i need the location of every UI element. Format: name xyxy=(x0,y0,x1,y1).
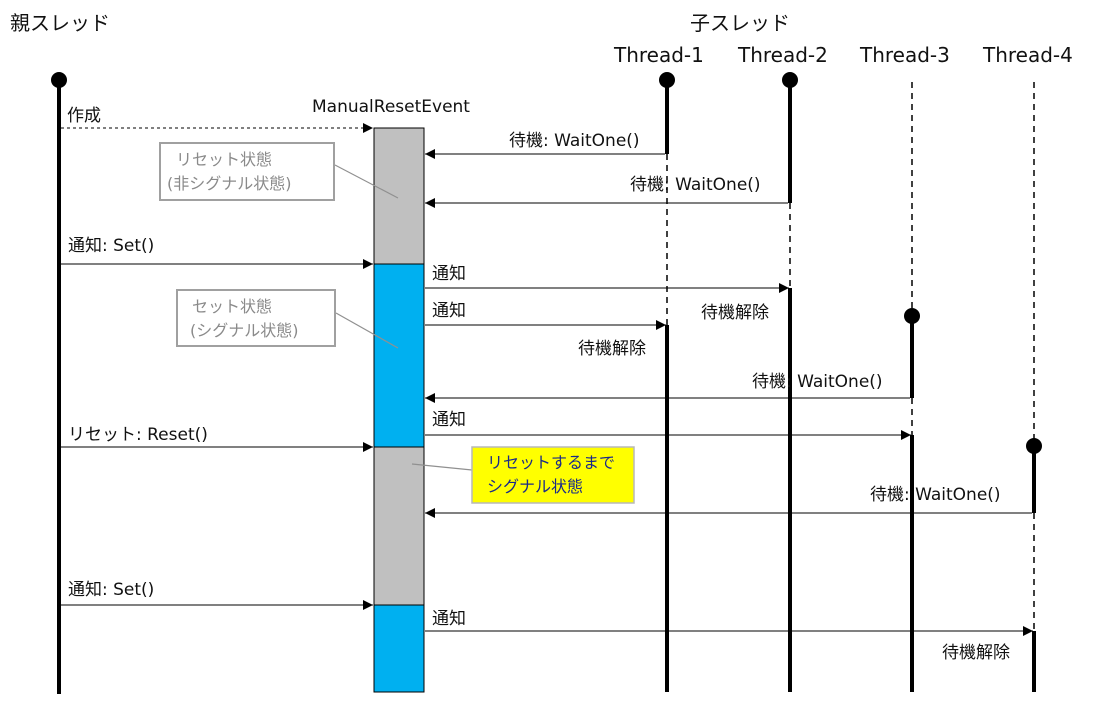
thread-3-label: Thread-3 xyxy=(859,43,950,67)
callout-set-state-line-2: (シグナル状態) xyxy=(190,321,299,340)
callout-until-reset-pointer xyxy=(411,463,473,471)
msg-release-t2-label: 待機解除 xyxy=(701,303,769,323)
msg-wait-t1-label: 待機: WaitOne() xyxy=(509,131,640,151)
event-object-label: ManualResetEvent xyxy=(312,97,470,117)
msg-notify-t2-label: 通知 xyxy=(432,264,466,284)
msg-release-t1-label: 待機解除 xyxy=(578,339,646,359)
child-threads-title: 子スレッド xyxy=(690,11,790,35)
event-state-non-signaled-1 xyxy=(373,127,425,265)
msg-reset-label: リセット: Reset() xyxy=(68,425,208,445)
callout-reset-state-line-2: (非シグナル状態) xyxy=(167,174,292,193)
callout-set-state-box xyxy=(176,289,336,347)
msg-release-t4-label: 待機解除 xyxy=(942,643,1010,663)
msg-create-label: 作成 xyxy=(67,106,101,126)
msg-notify-t1-label: 通知 xyxy=(432,301,466,321)
callout-until-reset-box xyxy=(471,446,635,504)
msg-notify-t4-label: 通知 xyxy=(432,609,466,629)
callout-until-reset-line-2: シグナル状態 xyxy=(487,477,583,496)
callout-reset-state-box xyxy=(159,142,335,201)
thread-4-label: Thread-4 xyxy=(982,43,1073,67)
msg-notify-t3-label: 通知 xyxy=(432,410,466,430)
msg-set-2-label: 通知: Set() xyxy=(68,580,154,600)
msg-wait-t4-label: 待機: WaitOne() xyxy=(870,485,1001,505)
event-state-signaled-1 xyxy=(373,263,425,448)
callout-until-reset-line-1: リセットするまで xyxy=(487,453,615,472)
msg-set-1-label: 通知: Set() xyxy=(68,236,154,256)
event-state-signaled-2 xyxy=(373,604,425,693)
thread-2-label: Thread-2 xyxy=(737,43,828,67)
event-state-non-signaled-2 xyxy=(373,446,425,606)
thread-1-label: Thread-1 xyxy=(613,43,704,67)
callout-reset-state-pointer xyxy=(334,164,399,199)
callout-set-state-pointer xyxy=(335,312,399,349)
msg-wait-t3-label: 待機: WaitOne() xyxy=(752,372,883,392)
parent-thread-title: 親スレッド xyxy=(10,11,110,35)
callout-reset-state-line-1: リセット状態 xyxy=(176,150,272,169)
msg-wait-t2-label: 待機: WaitOne() xyxy=(630,175,761,195)
callout-set-state-line-1: セット状態 xyxy=(192,297,272,316)
